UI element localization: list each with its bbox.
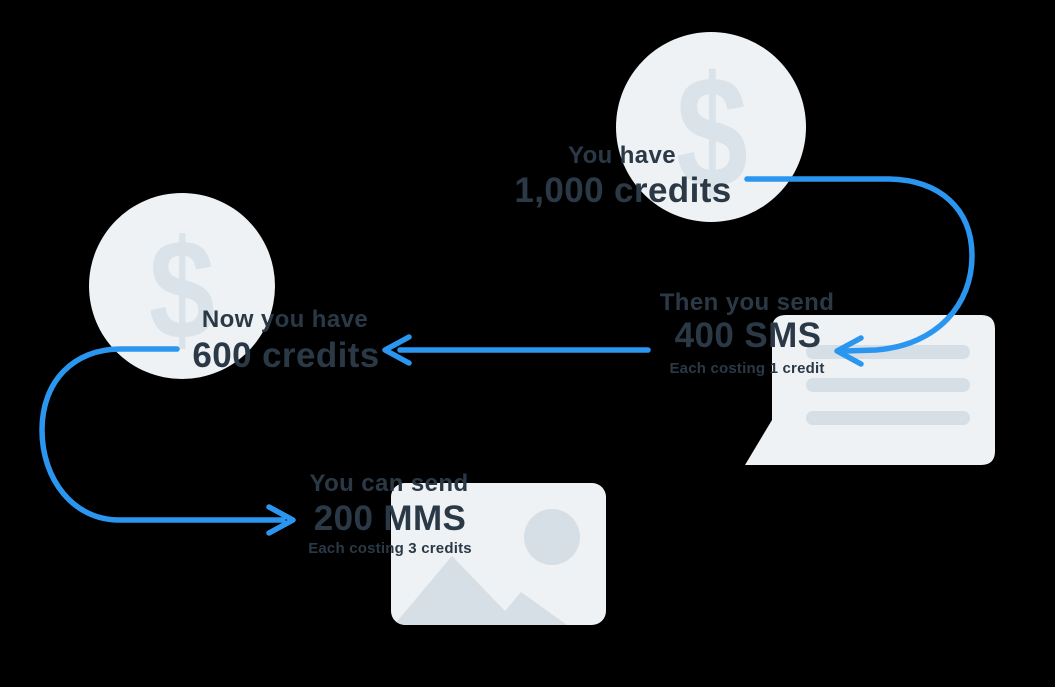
dollar-icon: $ bbox=[676, 43, 748, 222]
mms-photo-icon bbox=[391, 483, 606, 625]
sms-bubble-text-line bbox=[806, 378, 970, 392]
credits-circle-start bbox=[616, 32, 806, 222]
dollar-icon: $ bbox=[149, 211, 215, 370]
remaining-intro-label: Now you have bbox=[201, 306, 369, 333]
remaining-amount-label: 600 credits bbox=[192, 336, 380, 375]
arrowhead-left-icon bbox=[382, 334, 412, 366]
sms-intro-label: Then you send bbox=[659, 289, 835, 316]
arrow-start-to-sms bbox=[744, 176, 975, 354]
flow-arrows bbox=[39, 176, 975, 536]
mms-intro-label: You can send bbox=[309, 470, 469, 497]
start-intro-label: You have bbox=[567, 142, 677, 169]
photo-mountains-shape bbox=[394, 556, 567, 625]
sms-amount-label: 400 SMS bbox=[674, 316, 822, 355]
arrow-remaining-to-mms bbox=[39, 346, 286, 523]
photo-sun-shape bbox=[524, 509, 580, 565]
mms-amount-label: 200 MMS bbox=[313, 499, 467, 538]
credits-circle-remaining bbox=[89, 193, 275, 379]
arrowhead-left-icon bbox=[834, 335, 864, 367]
sms-cost-note: Each costing 1 credit bbox=[669, 360, 825, 377]
mms-cost-note: Each costing 3 credits bbox=[308, 540, 472, 557]
arrowhead-right-icon bbox=[266, 504, 296, 536]
start-amount-label: 1,000 credits bbox=[514, 171, 732, 210]
sms-bubble-text-line bbox=[806, 411, 970, 425]
